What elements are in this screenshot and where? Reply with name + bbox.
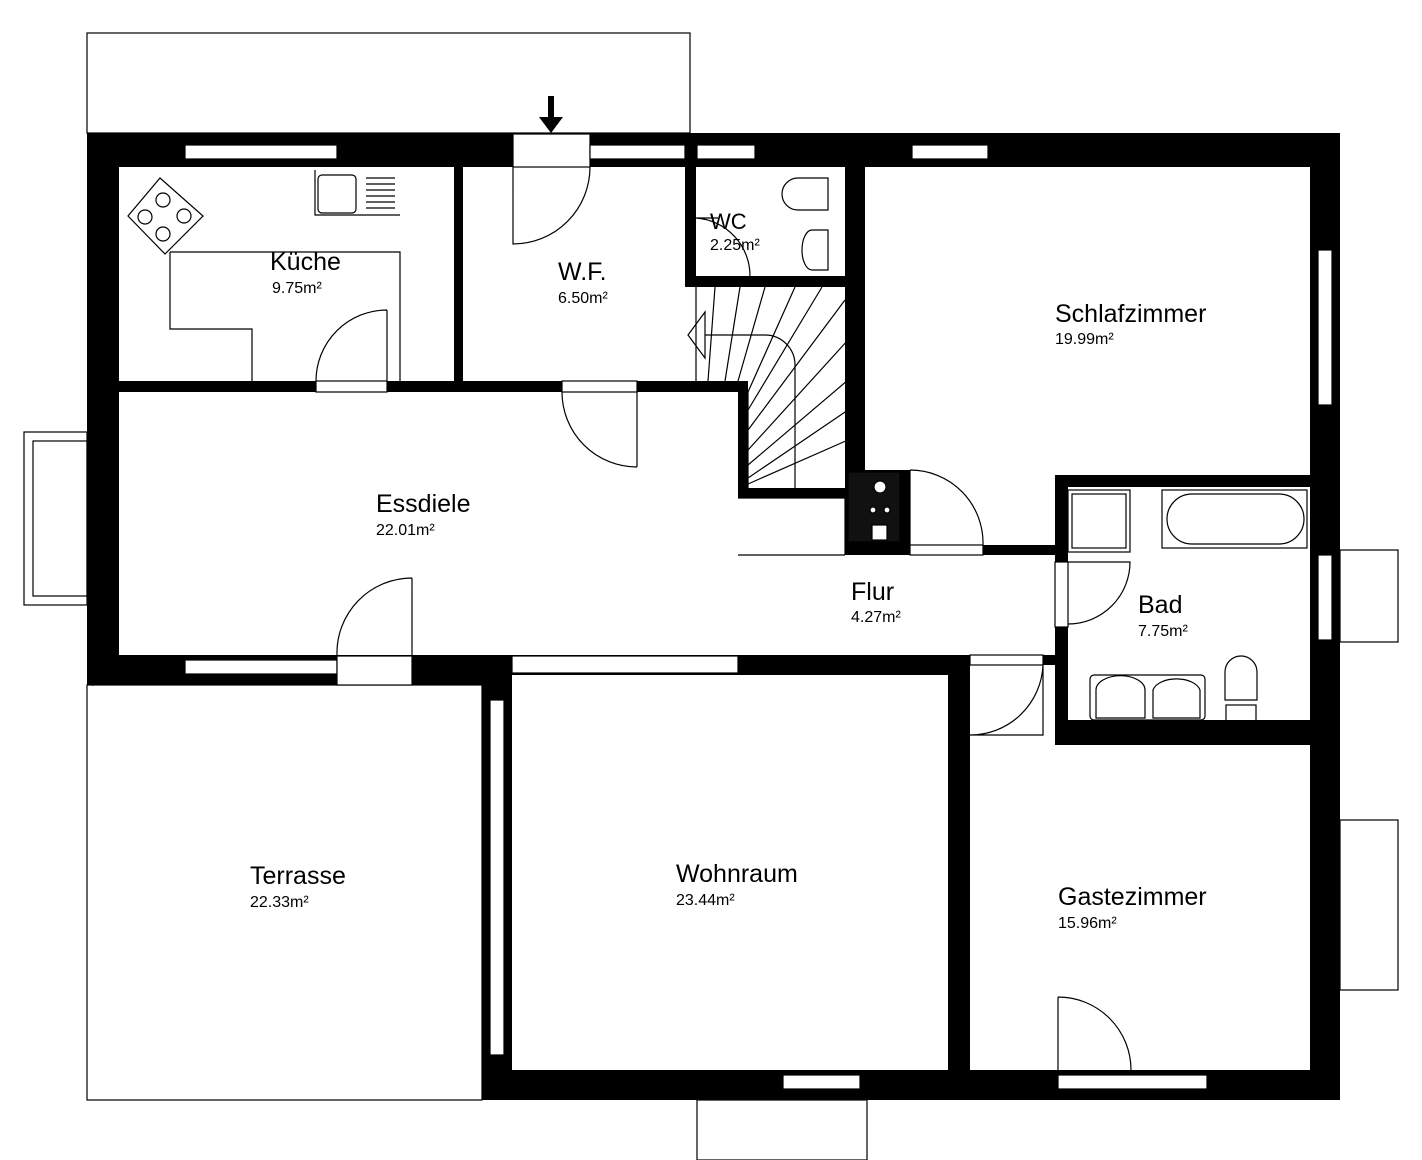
- room-labels: Küche 9.75m² W.F. 6.50m² WC 2.25m² Schla…: [250, 209, 1207, 932]
- window: [696, 144, 756, 160]
- door-opening: [909, 544, 984, 556]
- toilet-icon: [781, 177, 829, 211]
- window: [782, 1074, 861, 1090]
- toilet-icon: [1224, 655, 1258, 724]
- opening: [511, 655, 739, 674]
- stairs: [687, 286, 849, 488]
- door-opening: [561, 380, 638, 393]
- entrance-door-opening: [512, 133, 591, 168]
- window: [184, 659, 338, 675]
- window: [1317, 249, 1333, 406]
- room-name-flur: Flur: [851, 578, 894, 606]
- watermark: www.grundriss.com: [84, 495, 109, 687]
- window: [911, 144, 989, 160]
- arrow-down-icon: [539, 96, 563, 133]
- room-name-wc: WC: [710, 209, 747, 234]
- room-name-essdiele: Essdiele: [376, 490, 471, 518]
- doors: [315, 166, 1132, 1071]
- room-name-wohnraum: Wohnraum: [676, 860, 798, 888]
- canopy-outline: [86, 32, 691, 134]
- kitchen-counter: [169, 170, 401, 381]
- room-area-terrasse: 22.33m²: [250, 894, 309, 911]
- balcony-bottom: [696, 1099, 868, 1160]
- balcony-right-upper: [1339, 549, 1399, 643]
- room-area-kueche: 9.75m²: [272, 280, 322, 297]
- room-area-wc: 2.25m²: [710, 237, 760, 254]
- room-area-wohnraum: 23.44m²: [676, 892, 735, 909]
- window: [184, 144, 338, 160]
- outline-structures: [23, 32, 1399, 1160]
- door-opening: [969, 654, 1044, 666]
- window: [1057, 1074, 1208, 1090]
- balcony-left-inner: [32, 440, 88, 597]
- balcony-right-lower: [1339, 819, 1399, 991]
- room-area-flur: 4.27m²: [851, 609, 901, 626]
- room-area-schlafzimmer: 19.99m²: [1055, 331, 1114, 348]
- windows: [184, 133, 1333, 1090]
- room-name-gastezimmer: Gastezimmer: [1058, 883, 1207, 911]
- window: [489, 699, 505, 1056]
- double-washbasin-icon: [1089, 674, 1206, 721]
- room-area-gastezimmer: 15.96m²: [1058, 915, 1117, 932]
- room-area-wf: 6.50m²: [558, 290, 608, 307]
- stove-icon: [127, 177, 204, 255]
- shower-icon: [1067, 489, 1131, 553]
- window: [1317, 554, 1333, 641]
- room-area-bad: 7.75m²: [1138, 623, 1188, 640]
- window: [589, 144, 686, 160]
- washbasin-icon: [801, 229, 829, 271]
- bathtub-icon: [1161, 489, 1308, 549]
- door-opening: [1054, 561, 1069, 628]
- room-name-bad: Bad: [1138, 591, 1182, 619]
- terrace-outline: [86, 684, 483, 1101]
- room-area-essdiele: 22.01m²: [376, 522, 435, 539]
- door-opening: [336, 655, 413, 686]
- sink-icon: [317, 174, 395, 214]
- room-name-kueche: Küche: [270, 248, 341, 276]
- room-name-terrasse: Terrasse: [250, 862, 346, 890]
- room-name-schlafzimmer: Schlafzimmer: [1055, 300, 1206, 328]
- utility-shaft: [847, 471, 901, 543]
- room-name-wf: W.F.: [558, 258, 607, 286]
- fixtures: [127, 170, 1308, 724]
- door-opening: [315, 380, 388, 393]
